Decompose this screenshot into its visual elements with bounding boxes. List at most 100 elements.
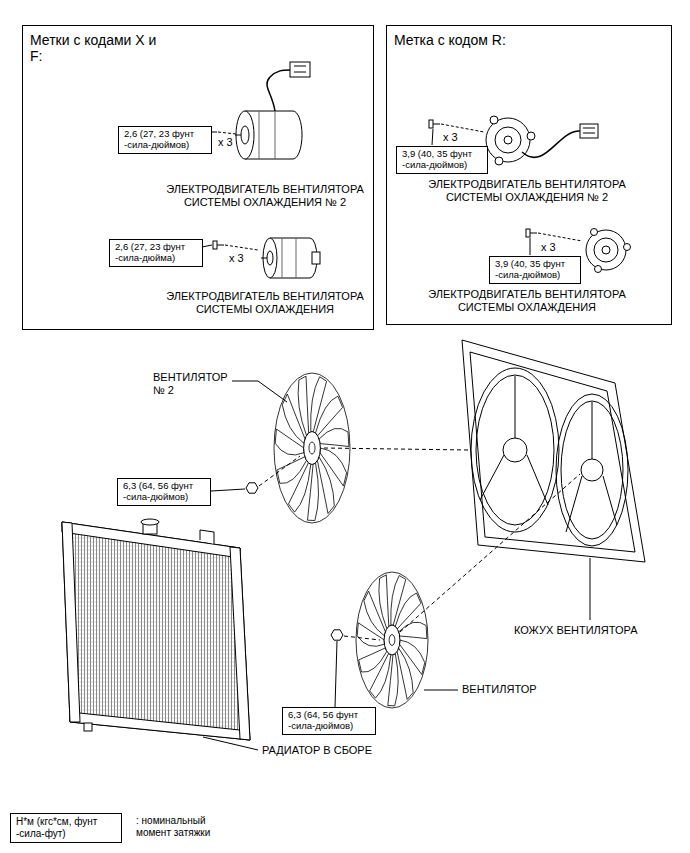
fan-motor-part xyxy=(235,135,241,136)
part-name: ЭЛЕКТРОДВИГАТЕЛЬ ВЕНТИЛЯТОРА СИСТЕМЫ ОХЛ… xyxy=(407,178,647,204)
fan-motor-part xyxy=(495,127,521,153)
leader-line xyxy=(335,641,337,707)
assembly-dash xyxy=(324,448,468,450)
radiator-part xyxy=(84,723,92,731)
fan-motor xyxy=(235,111,302,159)
screw xyxy=(429,120,440,128)
fan-hub-bore xyxy=(309,442,315,454)
fan-shroud-part xyxy=(462,340,645,562)
panel-heading: Метка с кодом R: xyxy=(394,32,526,48)
panel-heading: Метки с кодами X и F: xyxy=(30,32,162,64)
leader-line xyxy=(202,245,212,247)
radiator-part xyxy=(70,712,250,740)
radiator xyxy=(62,519,250,740)
variant-panel: Метки с кодами X и F: 2,6 (27, 23 фунт -с… xyxy=(22,25,374,330)
fan-motor-part xyxy=(236,111,254,159)
fan-motor-part xyxy=(312,252,320,264)
fan-blade xyxy=(277,457,307,484)
legend-note: : номинальный момент затяжки xyxy=(136,815,236,839)
fan-shroud-part xyxy=(556,394,628,546)
part-name: ВЕНТИЛЯТОР № 2 xyxy=(153,371,233,397)
fan-motor-part xyxy=(591,229,598,236)
fan-motor-part xyxy=(259,111,275,159)
fan-motor-part xyxy=(261,258,267,259)
part-name: ЭЛЕКТРОДВИГАТЕЛЬ ВЕНТИЛЯТОРА СИСТЕМЫ ОХЛ… xyxy=(160,290,370,316)
torque-value: 3,9 (40, 35 фунт -сила-дюймов) xyxy=(402,149,482,171)
fan-hub xyxy=(304,432,321,465)
assembly-dash xyxy=(400,474,580,632)
radiator-part xyxy=(230,547,250,740)
torque-spec-box: 6,3 (64, 56 фунт -сила-дюймов) xyxy=(282,707,376,735)
fan-shroud-part xyxy=(561,401,623,539)
fan-rim xyxy=(356,572,428,708)
torque-value: 2,6 (27, 23 фунт -сила-дюймов) xyxy=(124,129,206,151)
leader-line xyxy=(530,238,531,255)
nut xyxy=(331,630,343,640)
motor-wire xyxy=(522,131,580,157)
screw-part xyxy=(433,124,440,125)
screw xyxy=(526,229,537,237)
quantity-label: x 3 xyxy=(443,131,458,144)
fan-motor-part xyxy=(495,157,503,165)
screw-part xyxy=(213,241,217,249)
fan-shroud-part xyxy=(470,352,635,552)
torque-value: 2,6 (27, 23 фунт -сила-дюйма) xyxy=(115,242,197,264)
part-name: КОЖУХ ВЕНТИЛЯТОРА xyxy=(514,624,638,637)
fan-motor-part xyxy=(241,126,249,144)
fan-blade xyxy=(317,457,334,514)
radiator-part xyxy=(62,522,80,722)
leader-dash xyxy=(441,124,484,132)
torque-spec-box: 2,6 (27, 23 фунт -сила-дюймов) xyxy=(118,126,212,154)
fan-shroud-part xyxy=(566,402,617,532)
fan-motor-part xyxy=(486,118,530,162)
fan-motor-part xyxy=(594,238,618,262)
fan-shroud-part xyxy=(581,459,603,481)
screw-part xyxy=(526,229,530,237)
fan-blade xyxy=(399,622,427,639)
connector-part xyxy=(580,124,598,138)
screw xyxy=(213,241,224,249)
connector xyxy=(290,62,310,77)
connector xyxy=(580,124,598,138)
screw-part xyxy=(429,120,433,128)
torque-spec-box: 2,6 (27, 23 фунт -сила-дюйма) xyxy=(109,239,203,267)
connector-part xyxy=(583,128,595,133)
fan-hub xyxy=(384,625,400,655)
fan-motor-part xyxy=(602,246,610,254)
leader-line xyxy=(203,737,258,750)
torque-legend-box: Н*м (кгс*см, фунт -сила-фут) xyxy=(10,813,122,843)
leader-line xyxy=(232,381,287,402)
fan-shroud xyxy=(462,340,645,562)
nut xyxy=(246,483,258,493)
variant-panel: Метка с кодом R: 3,9 (40, 35 фунт -сила-д… xyxy=(386,25,672,325)
quantity-label: x 3 xyxy=(218,136,233,149)
part-name: РАДИАТОР В СБОРЕ xyxy=(262,744,372,757)
fan-shroud-part xyxy=(476,375,554,525)
fan-motor xyxy=(261,238,320,278)
fan-blade xyxy=(298,376,308,435)
screw-part xyxy=(217,245,224,246)
fan-blade xyxy=(379,575,389,629)
fan-motor-part xyxy=(282,238,296,278)
torque-spec-box: 6,3 (64, 56 фунт -сила-дюймов) xyxy=(117,478,211,506)
fan-motor xyxy=(586,229,631,273)
fan-blade xyxy=(397,648,413,699)
part-name: ВЕНТИЛЯТОР xyxy=(462,683,537,696)
radiator-part xyxy=(62,522,250,740)
torque-value: 3,9 (40, 35 фунт -сила-дюймов) xyxy=(495,259,575,281)
assembly-dash xyxy=(344,636,380,640)
assembly-dash xyxy=(259,456,300,486)
legend-unit-text: Н*м (кгс*см, фунт -сила-фут) xyxy=(16,816,116,840)
fan-shroud-part xyxy=(503,438,527,462)
fan-motor-part xyxy=(595,266,602,273)
torque-value: 6,3 (64, 56 фунт -сила-дюймов) xyxy=(288,710,370,732)
leader-dash xyxy=(225,245,258,250)
radiator-part xyxy=(200,530,214,544)
fan-hub-bore xyxy=(389,635,395,646)
fan-shroud-part xyxy=(471,368,559,532)
part-name: ЭЛЕКТРОДВИГАТЕЛЬ ВЕНТИЛЯТОРА СИСТЕМЫ ОХЛ… xyxy=(407,288,647,314)
fan-blade xyxy=(319,428,349,446)
quantity-label: x 3 xyxy=(229,252,244,265)
fan-motor-part xyxy=(490,116,498,124)
